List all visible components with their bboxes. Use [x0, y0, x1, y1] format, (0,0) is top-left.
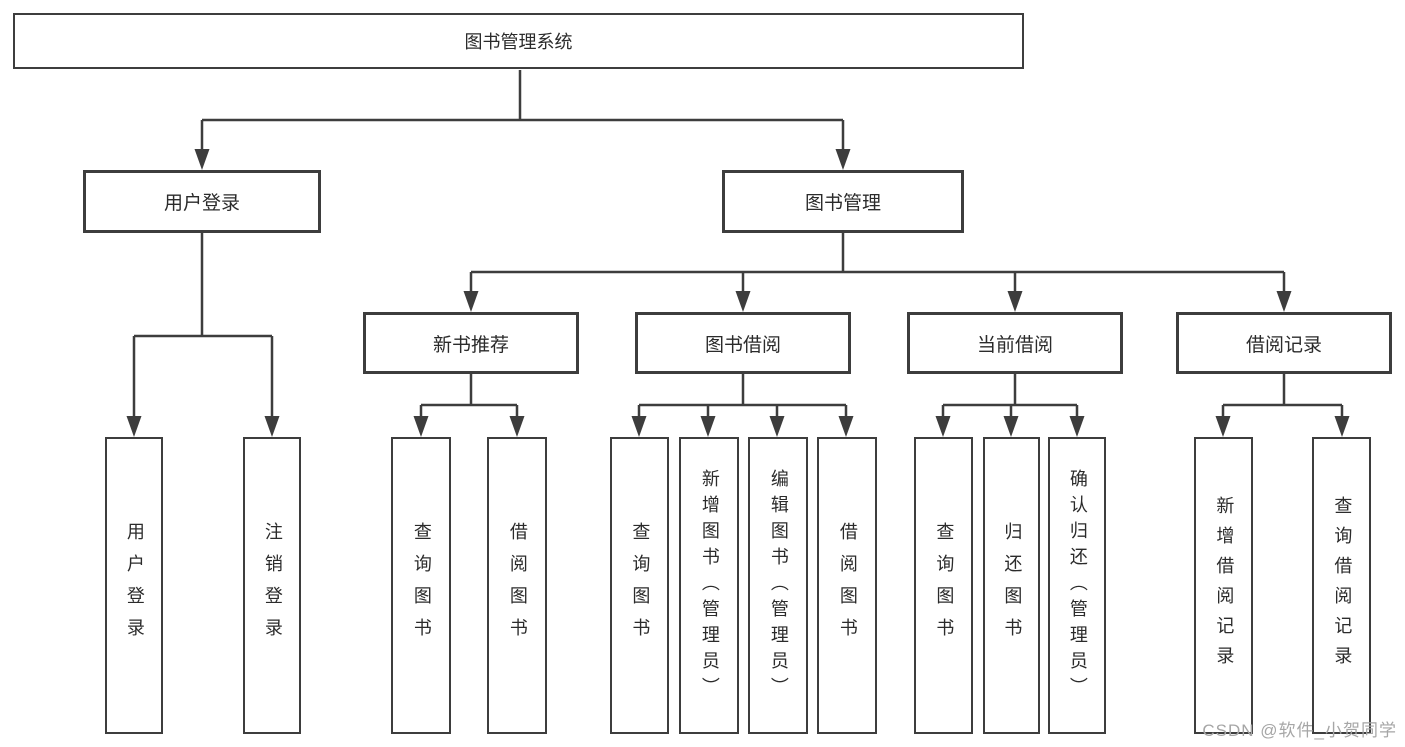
leaf-label: 编辑图书（管理员）: [768, 468, 789, 703]
node-leaf-return-books: 归还图书: [983, 437, 1040, 734]
connector-userlogin-to-leaves: [126, 233, 280, 437]
node-leaf-user-login: 用户登录: [105, 437, 163, 734]
node-leaf-add-books-admin: 新增图书（管理员）: [679, 437, 739, 734]
node-leaf-current-query-books: 查询图书: [914, 437, 973, 734]
node-book-management-label: 图书管理: [804, 193, 881, 214]
node-leaf-edit-books-admin: 编辑图书（管理员）: [748, 437, 808, 734]
connector-root-to-level2: [194, 70, 851, 170]
node-new-book-recommend: 新书推荐: [363, 312, 579, 374]
leaf-label: 借阅图书: [507, 521, 528, 650]
leaf-label: 查询借阅记录: [1332, 495, 1353, 676]
leaf-label: 查询图书: [630, 521, 651, 650]
csdn-watermark: CSDN @软件_小贺同学: [1202, 721, 1397, 740]
connector-bookborrow-to-leaves: [631, 374, 854, 437]
node-book-borrowing-label: 图书借阅: [704, 334, 781, 356]
node-root-label: 图书管理系统: [464, 32, 573, 52]
node-current-borrowing-label: 当前借阅: [976, 334, 1053, 356]
leaf-label: 借阅图书: [837, 521, 858, 650]
node-borrow-records-label: 借阅记录: [1245, 334, 1322, 356]
node-book-borrowing: 图书借阅: [635, 312, 851, 374]
node-book-management: 图书管理: [722, 170, 964, 233]
node-leaf-logout: 注销登录: [243, 437, 301, 734]
connector-newbooks-to-leaves: [413, 374, 525, 437]
leaf-label: 新增借阅记录: [1214, 495, 1235, 676]
node-user-login: 用户登录: [83, 170, 321, 233]
leaf-label: 查询图书: [934, 521, 955, 650]
node-user-login-label: 用户登录: [163, 193, 240, 214]
node-leaf-query-borrow-record: 查询借阅记录: [1312, 437, 1371, 734]
node-leaf-newbooks-query-books: 查询图书: [391, 437, 451, 734]
node-leaf-confirm-return-admin: 确认归还（管理员）: [1048, 437, 1106, 734]
node-leaf-add-borrow-record: 新增借阅记录: [1194, 437, 1253, 734]
leaf-label: 注销登录: [262, 521, 283, 650]
leaf-label: 确认归还（管理员）: [1067, 468, 1088, 703]
connector-records-to-leaves: [1215, 374, 1350, 437]
node-root: 图书管理系统: [13, 13, 1024, 69]
leaf-label: 查询图书: [411, 521, 432, 650]
node-leaf-borrow-query-books: 查询图书: [610, 437, 669, 734]
leaf-label: 用户登录: [124, 521, 145, 650]
connector-bookmgmt-to-level3: [463, 233, 1292, 312]
node-borrow-records: 借阅记录: [1176, 312, 1392, 374]
leaf-label: 归还图书: [1002, 521, 1023, 650]
node-current-borrowing: 当前借阅: [907, 312, 1123, 374]
node-leaf-borrow-borrow-books: 借阅图书: [817, 437, 877, 734]
leaf-label: 新增图书（管理员）: [699, 468, 720, 703]
node-new-book-recommend-label: 新书推荐: [432, 334, 509, 356]
connector-currentborrow-to-leaves: [935, 374, 1085, 437]
node-leaf-newbooks-borrow-books: 借阅图书: [487, 437, 547, 734]
